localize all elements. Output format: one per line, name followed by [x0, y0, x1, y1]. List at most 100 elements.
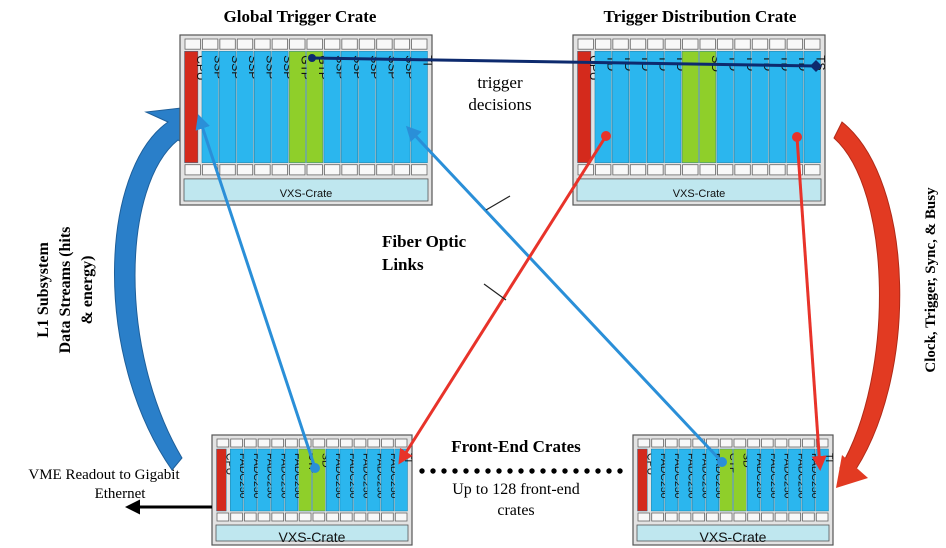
slot-connector-top [612, 38, 629, 50]
slot-connector-top [285, 438, 298, 448]
dot [463, 468, 469, 474]
slot-connector-bottom [324, 164, 341, 176]
dot [573, 468, 579, 474]
dot [595, 468, 601, 474]
slot-connector-bottom [353, 512, 367, 522]
slot-connector-top [341, 38, 358, 50]
slot-connector-top [804, 38, 821, 50]
link-fe1-to-global [195, 114, 317, 469]
slot-connector-bottom [257, 512, 271, 522]
slot-connector-top [394, 438, 408, 448]
card-label: FADC250 [251, 453, 263, 499]
slot-connector-top [734, 38, 751, 50]
card-fadc250 [692, 448, 706, 512]
card-td [647, 51, 664, 163]
slot-connector-top [717, 38, 734, 50]
card-fadc250 [284, 448, 298, 512]
slot-connector-top [699, 38, 716, 50]
slot-connector-bottom [664, 164, 681, 176]
card-td [664, 51, 682, 163]
slot-connector-bottom [271, 164, 288, 176]
card-ctp [298, 448, 312, 512]
left-side-labels: L1 Subsystem Data Streams (hits & energy… [35, 227, 96, 354]
slot-connector-bottom [367, 512, 380, 522]
global-crate-title: Global Trigger Crate [224, 7, 377, 26]
card-fadc250 [788, 448, 802, 512]
slot-connector-bottom [289, 164, 306, 176]
card-cpu [216, 448, 227, 512]
fiber-tick-upper [485, 195, 511, 211]
slot-connector-bottom [341, 164, 358, 176]
fiber-optic-label-2: Links [382, 255, 424, 274]
slot-connector-bottom [769, 164, 786, 176]
slot-connector-top [312, 438, 326, 448]
slot-connector-top [595, 38, 612, 50]
link-fe1-global-endpoint [310, 463, 320, 473]
slot-connector-bottom [637, 512, 651, 522]
slot-connector-top [647, 38, 664, 50]
slot-connector-bottom [699, 164, 716, 176]
slot-connector-bottom [340, 512, 353, 522]
card-fadc250 [367, 448, 381, 512]
slot-connector-top [651, 438, 664, 448]
slot-connector-top [706, 438, 719, 448]
slot-connector-top [353, 438, 367, 448]
slot-connector-top [733, 438, 747, 448]
vxs-backplane [636, 524, 830, 542]
slot-connector-bottom [306, 164, 323, 176]
card-td [769, 51, 786, 163]
slot-connector-top [637, 438, 651, 448]
vxs-backplane [183, 178, 429, 202]
card-ssp [271, 51, 289, 163]
card-fadc250 [353, 448, 367, 512]
card-cpu [184, 51, 199, 163]
slot-connector-bottom [298, 512, 312, 522]
link-distribution-to-fe2 [795, 136, 827, 471]
slot-connector-bottom [788, 512, 801, 522]
slot-connector-top [786, 38, 803, 50]
link-distribution-to-fe1 [398, 135, 608, 465]
slot-connector-top [577, 38, 594, 50]
link-distribution-fe2-endpoint [792, 132, 802, 142]
slot-connector-bottom [285, 512, 298, 522]
slot-connector-bottom [682, 164, 699, 176]
card-gtp [306, 51, 324, 163]
crate-global: CPUSSPSSPSSPSSPSSPGTPGTPSSPSSPSSPSSPSSPT… [179, 34, 434, 206]
slot-connector-bottom [312, 512, 326, 522]
slot-connector-top [367, 438, 380, 448]
slot-connector-top [774, 438, 788, 448]
l1-label-3: & energy) [79, 256, 96, 325]
slot-connector-bottom [804, 164, 821, 176]
slot-connector-bottom [219, 164, 236, 176]
slot-connector-top [230, 438, 243, 448]
trigger-link-end [810, 60, 822, 72]
slot-connector-bottom [719, 512, 733, 522]
front-end-crates-label: Front-End Crates [451, 437, 581, 456]
link-distribution-fe1-endpoint [601, 131, 611, 141]
slot-connector-top [719, 438, 733, 448]
slot-connector-top [411, 38, 428, 50]
slot-connector-top [788, 438, 801, 448]
card-fadc250 [257, 448, 271, 512]
card-label: TI [823, 453, 835, 462]
slot-connector-bottom [717, 164, 734, 176]
dot [617, 468, 623, 474]
slot-connector-top [381, 438, 394, 448]
card-td [629, 51, 647, 163]
dot [551, 468, 557, 474]
card-fadc250 [774, 448, 788, 512]
card-ssp [341, 51, 358, 163]
slot-connector-top [236, 38, 254, 50]
slot-connector-bottom [184, 164, 201, 176]
slot-connector-top [376, 38, 393, 50]
link-fe2-to-global [405, 125, 724, 464]
slot-connector-bottom [629, 164, 647, 176]
dot [562, 468, 568, 474]
link-fe2-global-endpoint [717, 457, 727, 467]
slot-connector-top [216, 438, 230, 448]
l1-label-1: L1 Subsystem [35, 242, 52, 338]
slot-connector-top [761, 438, 774, 448]
vxs-crate-label: VXS-Crate [673, 188, 726, 200]
